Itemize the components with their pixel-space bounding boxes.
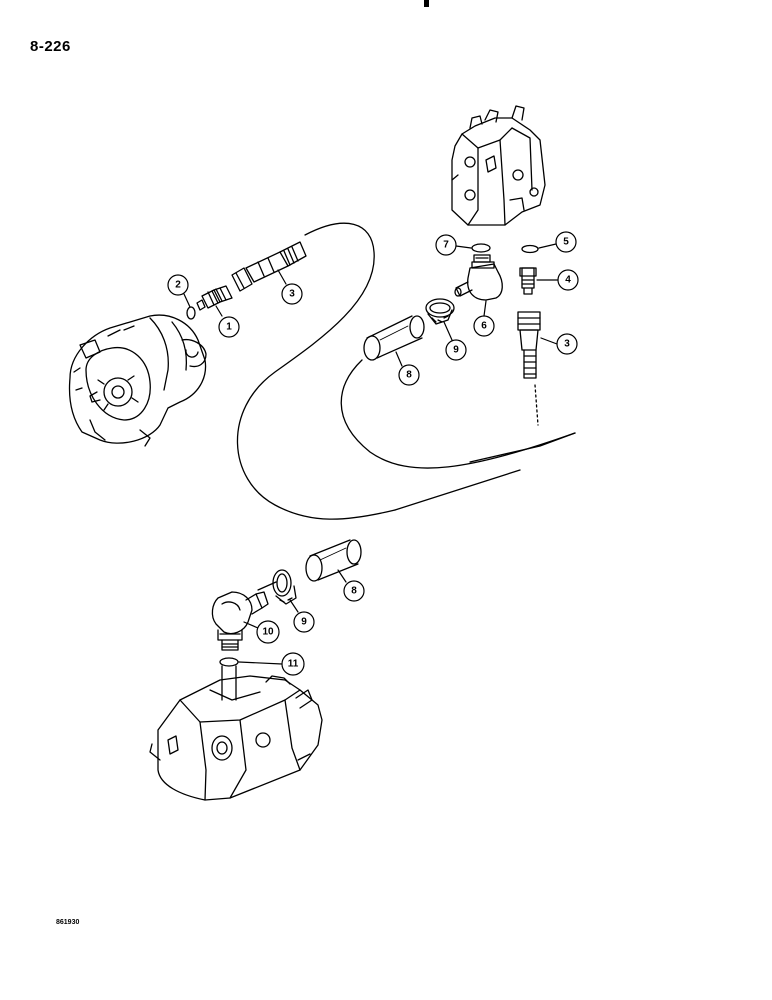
- hose-lines: [236, 222, 576, 591]
- callout-5: 5: [563, 237, 569, 248]
- hose-clamp-9-lower: [272, 569, 297, 605]
- callout-9-upper: 9: [453, 345, 459, 356]
- control-valve: [451, 105, 546, 226]
- o-ring-2: [186, 306, 196, 320]
- callout-6-circle: [473, 315, 495, 337]
- callout-10-circle: [256, 620, 280, 644]
- callout-3-upper-circle: [281, 283, 303, 305]
- callout-8-upper: 8: [406, 370, 412, 381]
- callout-1-circle: [218, 316, 240, 338]
- hydraulic-pump: [149, 665, 323, 801]
- callout-8-lower-circle: [343, 580, 365, 602]
- callout-4-circle: [557, 269, 579, 291]
- o-ring-5: [521, 244, 539, 254]
- callout-8-upper-circle: [398, 364, 420, 386]
- callout-10: 10: [262, 627, 274, 638]
- o-ring-11: [219, 657, 239, 667]
- fitting-4: [519, 267, 537, 295]
- callouts: 2 1 3 7 5 4 6 3 9 8: [167, 231, 579, 676]
- callout-5-circle: [555, 231, 577, 253]
- callout-7: 7: [443, 240, 449, 251]
- callout-1: 1: [226, 322, 232, 333]
- page-number: 8-226: [30, 38, 71, 55]
- elbow-fitting-6: [454, 254, 503, 301]
- hose-sleeve-8-lower: [305, 539, 362, 582]
- callout-9-upper-circle: [445, 339, 467, 361]
- o-ring-7: [471, 243, 491, 253]
- hose-end-3-upper: [231, 241, 307, 292]
- top-edge-mark: [424, 0, 429, 7]
- callout-11: 11: [288, 659, 299, 670]
- callout-9-lower: 9: [301, 617, 307, 628]
- hose-sleeve-8-upper: [363, 315, 425, 361]
- hose-clamp-9-upper: [425, 298, 455, 325]
- callout-9-lower-circle: [293, 611, 315, 633]
- callout-7-circle: [435, 234, 457, 256]
- callout-2-circle: [167, 274, 189, 296]
- callout-2-left: 2: [175, 280, 181, 291]
- callout-3-right-circle: [556, 333, 578, 355]
- connector-fitting-1: [196, 285, 233, 311]
- figure-code: 861930: [56, 919, 80, 926]
- elbow-fitting-10: [211, 591, 269, 651]
- callout-3-upper: 3: [289, 289, 295, 300]
- callout-6: 6: [481, 321, 487, 332]
- callout-3-right: 3: [564, 339, 570, 350]
- callout-8-lower: 8: [351, 586, 357, 597]
- hose-end-3-right: [517, 311, 541, 379]
- callout-11-circle: [281, 652, 305, 676]
- callout-4: 4: [565, 275, 571, 286]
- hydraulic-motor-left: [68, 314, 207, 447]
